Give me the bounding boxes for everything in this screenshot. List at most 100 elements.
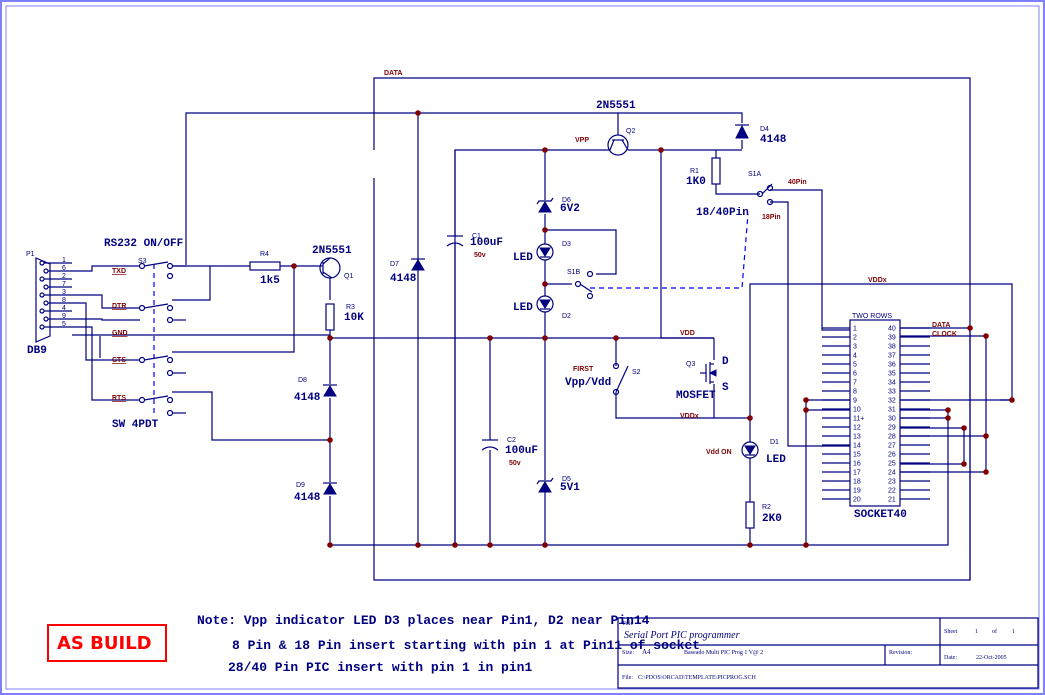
sheet-of-label: of [992, 628, 997, 635]
diode-d8: D8 4148 [294, 377, 337, 404]
pin18-label: 18Pin [762, 214, 781, 221]
junction-dot [542, 335, 548, 341]
socket-right-pin-number: 30 [888, 416, 896, 423]
diode-d9: D9 4148 [294, 482, 337, 504]
clock-pin-label: CLOCK [932, 331, 957, 338]
junction-dot [415, 542, 421, 548]
socket-left-pin-number: 18 [853, 479, 861, 486]
q3-source-label: S [722, 382, 729, 394]
q3-name: MOSFET [676, 390, 716, 402]
s3-throw-contact [166, 304, 174, 312]
c1-voltage: 50v [474, 252, 486, 259]
junction-dot [542, 227, 548, 233]
d3-value: LED [513, 252, 533, 264]
junction-dot [291, 263, 297, 269]
r2-ref: R2 [762, 504, 771, 511]
led-d2: D2 LED [513, 295, 571, 320]
socket-right-pin-number: 35 [888, 371, 896, 378]
socket-left-pin-number: 12 [853, 425, 861, 432]
junction-dot [803, 397, 809, 403]
socket-right-pin-number: 22 [888, 488, 896, 495]
resistor-r2: R2 2K0 [745, 501, 782, 529]
s1-name: 18/40Pin [696, 207, 749, 219]
junction-dot [983, 333, 989, 339]
junction-dot [452, 542, 458, 548]
junction-dot [983, 433, 989, 439]
db9-pin-contact [43, 300, 49, 306]
gnd-label: GND [112, 330, 128, 337]
s3-throw-contact [166, 272, 174, 280]
q2-ref: Q2 [626, 128, 635, 135]
s2-name: Vpp/Vdd [565, 377, 611, 389]
junctions [291, 110, 1015, 548]
socket-right-pin-number: 24 [888, 470, 896, 477]
date-label: Date: [944, 655, 957, 661]
c1-ref: C1 [472, 233, 481, 240]
s2-first-label: FIRST [573, 366, 594, 373]
db9-pin-contact [39, 276, 45, 282]
s3-blade [143, 303, 169, 309]
socket-right-pin-number: 33 [888, 389, 896, 396]
junction-dot [945, 407, 951, 413]
d4-ref: D4 [760, 126, 769, 133]
socket40: TWO ROWS SOCKET40 1234567891011+12131415… [822, 313, 930, 521]
q2-type: 2N5551 [596, 100, 636, 112]
d8-value: 4148 [294, 392, 321, 404]
socket-right-pin-number: 26 [888, 452, 896, 459]
junction-dot [415, 110, 421, 116]
s1b-ref: S1B [567, 269, 581, 276]
vddx-label-lower: VDDx [680, 413, 699, 420]
diode-d7: D7 4148 [390, 258, 425, 285]
vddx-label-upper: VDDx [868, 277, 887, 284]
socket-left-pin-number: 14 [853, 443, 861, 450]
note-line-3: 28/40 Pin PIC insert with pin 1 in pin1 [228, 660, 532, 675]
socket-left-pin-number: 11+ [853, 416, 864, 423]
socket-left-pin-number: 16 [853, 461, 861, 468]
document-name: Baseado Multi PIC Prog 1 V@ 2 [684, 650, 763, 656]
s3-ref: S3 [138, 258, 147, 265]
d2-value: LED [513, 302, 533, 314]
resistor-r3: R3 10K [325, 303, 364, 331]
db9-pin-contact [39, 292, 45, 298]
r4-value: 1k5 [260, 275, 280, 287]
d6-ref: D6 [562, 197, 571, 204]
junction-dot [658, 147, 664, 153]
size-value: A4 [642, 648, 651, 656]
junction-dot [542, 542, 548, 548]
junction-dot [803, 542, 809, 548]
s3-contacts [138, 261, 174, 417]
junction-dot [983, 469, 989, 475]
socket-right-pin-number: 37 [888, 353, 896, 360]
junction-dot [327, 335, 333, 341]
socket-right-pin-number: 21 [888, 497, 896, 504]
junction-dot [961, 425, 967, 431]
socket-pins: 1234567891011+12131415161718192040393837… [822, 326, 930, 504]
socket-left-pin-number: 8 [853, 389, 857, 396]
c1-value: 100uF [470, 237, 503, 249]
junction-dot [747, 415, 753, 421]
socket-left-pin-number: 17 [853, 470, 861, 477]
vpp-label: VPP [575, 137, 589, 144]
socket-right-pin-number: 32 [888, 398, 896, 405]
junction-dot [747, 542, 753, 548]
s2-ref: S2 [632, 369, 641, 376]
s1-gang-link [590, 213, 749, 289]
zener-d6: D6 6V2 [536, 197, 580, 215]
switch-s2: FIRST S2 Vpp/Vdd [565, 362, 641, 396]
junction-dot [487, 542, 493, 548]
socket-right-pin-number: 36 [888, 362, 896, 369]
junction-dot [542, 147, 548, 153]
socket-right-pin-number: 23 [888, 479, 896, 486]
socket-left-pin-number: 19 [853, 488, 861, 495]
sheet-number: 1 [975, 629, 978, 635]
s3-common-contact [138, 304, 146, 312]
transistor-q1: 2N5551 Q1 [312, 245, 353, 280]
socket-left-pin-number: 1 [853, 326, 857, 333]
r1-ref: R1 [690, 168, 699, 175]
s3-blade [143, 261, 169, 267]
vdd-label: VDD [680, 330, 695, 337]
s3-throw-contact [166, 316, 174, 324]
zener-d5: D5 5V1 [536, 476, 580, 494]
socket-left-pin-number: 20 [853, 497, 861, 504]
